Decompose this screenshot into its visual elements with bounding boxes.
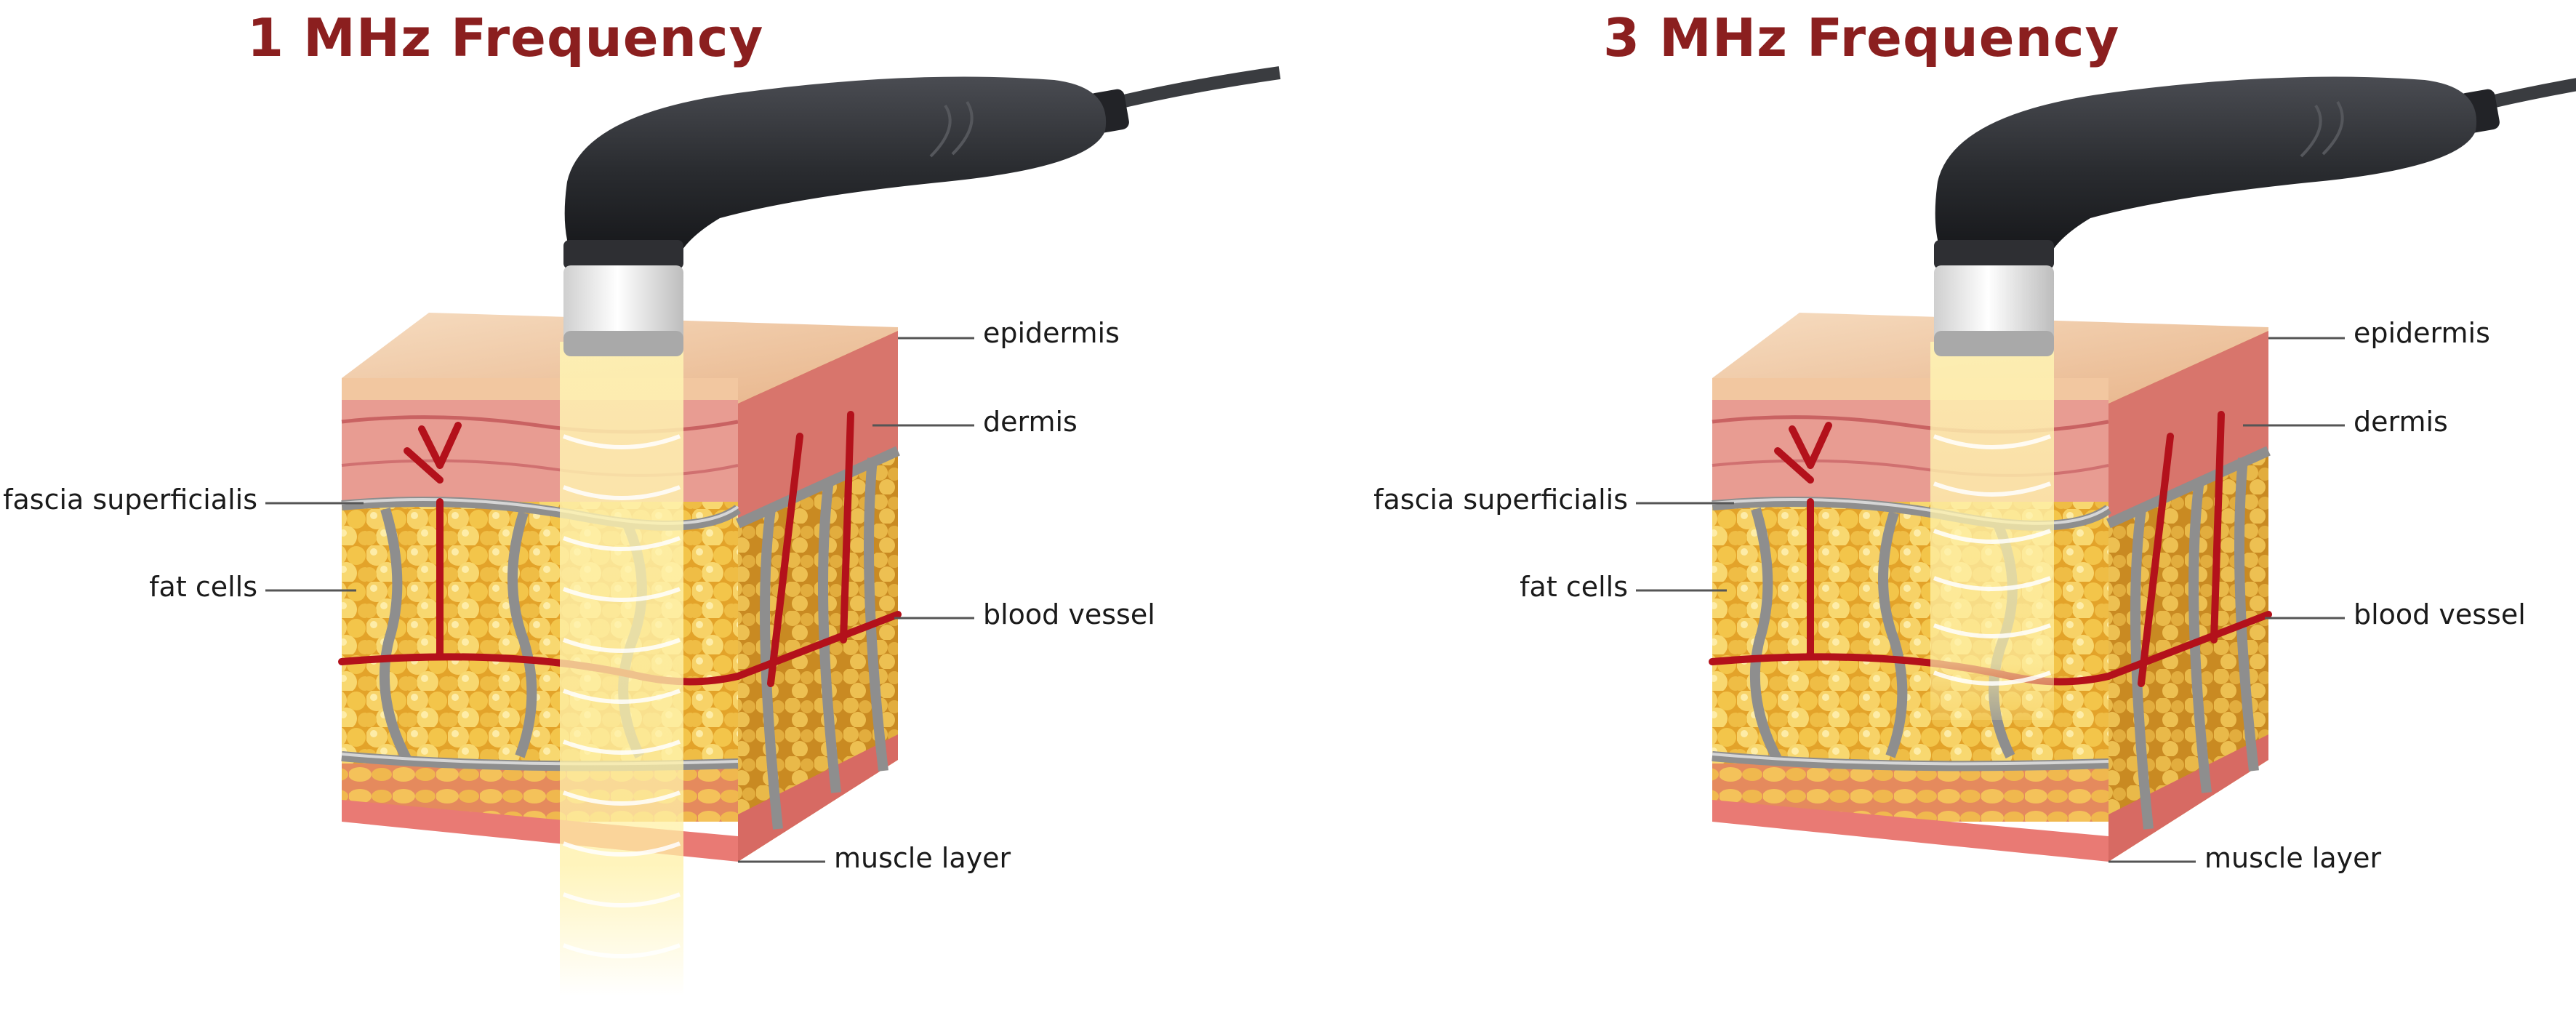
ultrasound-waves [1933, 434, 2052, 686]
probe-head [1934, 265, 2054, 349]
label-epidermis: epidermis [983, 317, 1120, 349]
label-fascia-superficialis: fascia superficialis [3, 484, 257, 516]
label-blood-vessel: blood vessel [2354, 598, 2526, 630]
panel-1mhz: 1 MHz Frequency [3, 7, 1281, 996]
label-fat-cells: fat cells [149, 571, 257, 603]
panel-3mhz: 3 MHz Frequency [1371, 0, 2576, 1018]
skin-diagram [265, 66, 1281, 996]
label-dermis: dermis [2354, 406, 2448, 438]
probe-handle [1935, 76, 2477, 262]
probe-handle [564, 76, 1107, 262]
ultrasound-beam [1930, 342, 2054, 720]
label-epidermis: epidermis [2354, 317, 2490, 349]
label-muscle-layer: muscle layer [2204, 842, 2382, 874]
label-dermis: dermis [983, 406, 1078, 438]
label-muscle-layer: muscle layer [834, 842, 1011, 874]
panel-title: 1 MHz Frequency [247, 7, 764, 68]
ultrasound-waves [562, 434, 681, 958]
label-blood-vessel: blood vessel [983, 598, 1155, 630]
panel-title: 3 MHz Frequency [1603, 7, 2120, 68]
leader-lines [1636, 337, 2345, 863]
probe-head [563, 265, 683, 349]
label-fat-cells: fat cells [1520, 571, 1628, 603]
label-fascia-superficialis: fascia superficialis [1373, 484, 1628, 516]
leader-lines [265, 337, 974, 863]
skin-diagram [1636, 76, 2576, 863]
ultrasound-beam [560, 342, 683, 996]
